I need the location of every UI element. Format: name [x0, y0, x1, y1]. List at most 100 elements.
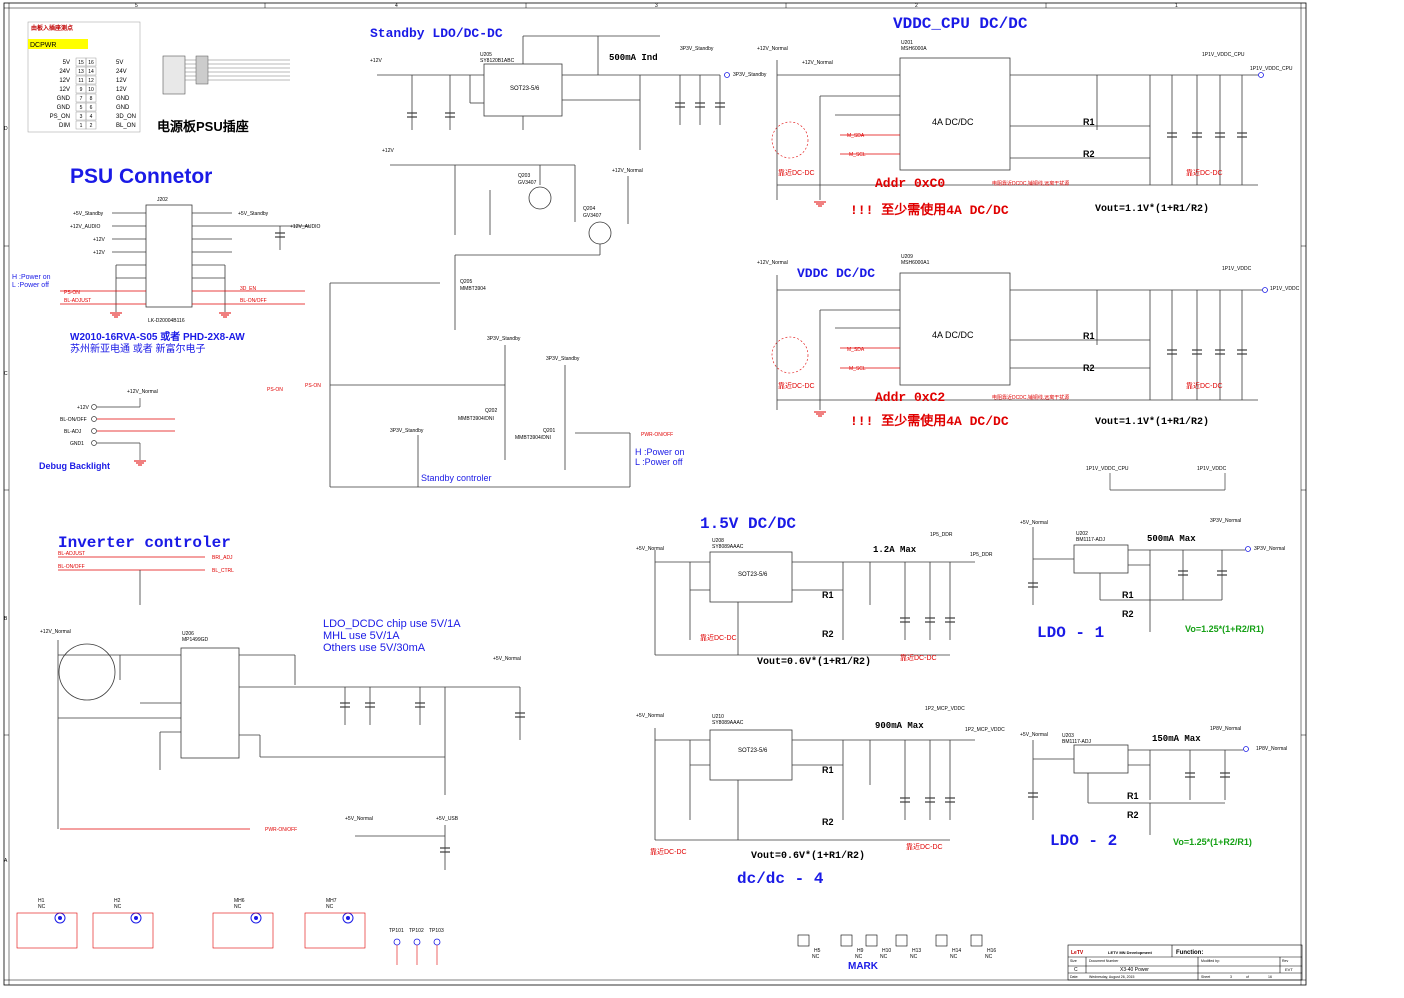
u206-ref: U206 [182, 631, 194, 637]
net-port-1p1v-cpu [1258, 72, 1264, 78]
net-3d-en-psu: 3D_EN [240, 286, 257, 292]
u201-part: MSH6000A [901, 46, 927, 52]
power-table-title: 由板入插座测点 [31, 24, 73, 32]
mounting-hole-frame [212, 912, 274, 949]
psu-cable-drawing [162, 55, 290, 95]
net-5v-normal-ldo1: +5V_Normal [1020, 520, 1048, 526]
test-point-ref: TP102 [409, 928, 424, 934]
title-1p5v: 1.5V DC/DC [700, 515, 796, 533]
power-table-pin-box [85, 93, 97, 103]
note-500ma-ind: 500mA Ind [609, 53, 658, 63]
fiducial-mark-nc: NC [950, 954, 958, 960]
power-table-highlight: DCPWR [30, 42, 56, 49]
net-12v-psu-b: +12V [93, 250, 105, 256]
fiducial-mark-ref: H9 [857, 948, 864, 954]
frame-row-c: C [4, 371, 8, 377]
net-m-scl-vddc: M_SCL [849, 366, 866, 372]
r2-vddc: R2 [1083, 363, 1095, 373]
ldo1-circuit [1032, 527, 1245, 632]
net-3p3v-normal-a: 3P3V_Normal [1210, 518, 1241, 524]
inverter-red-lines [58, 556, 250, 830]
net-3p3v-standby-b: 3P3V_Standby [733, 72, 767, 78]
mounting-hole-ref: H2 [114, 898, 121, 904]
max-500ma: 500mA Max [1147, 534, 1196, 544]
ldo2-circuit [1032, 740, 1243, 835]
power-table-left: 24V [59, 69, 70, 75]
fiducial-mark-nc: NC [855, 954, 863, 960]
net-m-scl-cpu: M_SCL [849, 152, 866, 158]
net-1p8v-normal-b: 1P8V_Normal [1256, 746, 1287, 752]
title-block [1067, 944, 1303, 981]
test-point-pad [393, 938, 401, 946]
net-5v-normal-inv: +5V_Normal [493, 656, 521, 662]
power-table-pin-a: 11 [78, 78, 83, 84]
power-table-left: 12V [59, 78, 70, 84]
tb-rev-value: EVT [1285, 967, 1293, 972]
usb-5v-circuit [355, 825, 446, 870]
title-ldo1: LDO - 1 [1037, 624, 1104, 642]
q202-ref: Q202 [485, 408, 497, 414]
r1-ldo1: R1 [1122, 590, 1134, 600]
title-ldo2: LDO - 2 [1050, 832, 1117, 850]
r2-ldo2: R2 [1127, 810, 1139, 820]
title-dcdc4: dc/dc - 4 [737, 870, 824, 888]
test-point-pad [433, 938, 441, 946]
fiducial-mark-nc: NC [985, 954, 993, 960]
net-12v-normal-inv: +12V_Normal [40, 629, 71, 635]
near-sda-note-a: 电阻靠近DCDC,铺铜线,远离干扰源 [992, 180, 1069, 187]
mounting-hole-frame [92, 912, 154, 949]
power-table-pin-b: 6 [90, 105, 93, 111]
vo-ldo2: Vo=1.25*(1+R2/R1) [1173, 837, 1252, 847]
power-table-pin-a: 7 [80, 96, 83, 102]
warn-4a-cpu: !!! 至少需使用4A DC/DC [850, 202, 1009, 218]
dcdc4-buck-circuit [654, 728, 975, 841]
mounting-hole-nc: NC [38, 904, 46, 910]
power-table-pin-a: 15 [78, 60, 84, 66]
net-1p1v-cpu-b: 1P1V_VDDC_CPU [1250, 66, 1293, 72]
q204-ref: Q204 [583, 206, 595, 212]
vddc-highlight-circle [771, 336, 809, 374]
net-5v-normal-15: +5V_Normal [636, 546, 664, 552]
j202-part: LK-D20004B116 [148, 318, 185, 324]
net-port-1p8v-normal [1243, 746, 1249, 752]
u201-label: 4A DC/DC [932, 117, 974, 127]
warn-4a-vddc: !!! 至少需使用4A DC/DC [850, 413, 1009, 429]
power-table-pin-box [85, 57, 97, 67]
net-3p3v-standby-a: 3P3V_Standby [680, 46, 714, 52]
q203-ref: Q203 [518, 173, 530, 179]
near-dcdc-vddc-b: 靠近DC-DC [1186, 381, 1223, 390]
q205-ref: Q205 [460, 279, 472, 285]
test-point-ref: TP103 [429, 928, 444, 934]
net-1p8v-normal-a: 1P8V_Normal [1210, 726, 1241, 732]
net-1p1v-cpu-a: 1P1V_VDDC_CPU [1202, 52, 1245, 58]
net-12v-normal-switch: +12V_Normal [612, 168, 643, 174]
power-table-right: GND [116, 96, 130, 102]
psu-vendors: 苏州新亚电通 或者 新富尔电子 [70, 342, 206, 355]
fiducial-mark-box [970, 934, 983, 947]
mounting-hole-nc: NC [234, 904, 242, 910]
mounting-hole-nc: NC [114, 904, 122, 910]
net-5v-normal-ldo2: +5V_Normal [1020, 732, 1048, 738]
fiducial-mark-box [797, 934, 810, 947]
net-bl-onoff-psu: BL-ON/OFF [240, 298, 267, 304]
power-table-pin-box [85, 66, 97, 76]
power-table-right: GND [116, 105, 130, 111]
r2-ldo1: R2 [1122, 609, 1134, 619]
mounting-hole-frame [304, 912, 366, 949]
note-power-on-line: H :Power on [12, 274, 51, 281]
u205-package: SOT23-5/6 [510, 86, 540, 92]
debug-gnd [133, 460, 147, 466]
near-dcdc-cpu-a: 靠近DC-DC [778, 168, 815, 177]
fiducial-mark-box [895, 934, 908, 947]
net-5v-standby-psu-r: +5V_Standby [238, 211, 269, 217]
test-point: TP101 [389, 928, 404, 965]
title-debug-backlight: Debug Backlight [39, 461, 110, 471]
power-table-pin-box [85, 111, 97, 121]
vout-cpu: Vout=1.1V*(1+R1/R2) [1095, 203, 1209, 215]
tb-sheet-value: 3 [1230, 975, 1232, 979]
